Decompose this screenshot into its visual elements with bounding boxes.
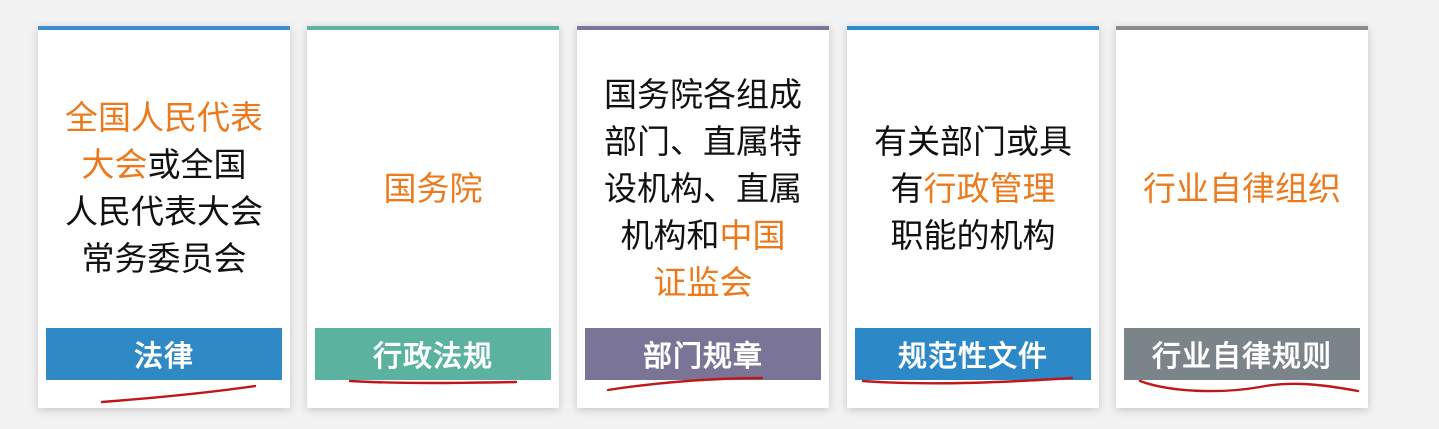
issuer-line: 全国人民代表 xyxy=(65,94,263,141)
card-top-line xyxy=(307,26,559,30)
issuer-text: 国务院各组成 xyxy=(604,74,802,114)
label-bar-normative-document: 规范性文件 xyxy=(855,328,1091,380)
issuer-text: 职能的机构 xyxy=(890,215,1056,255)
card-top-line xyxy=(577,26,829,30)
card-issuer-text: 有关部门或具 有行政管理 职能的机构 xyxy=(861,38,1085,338)
card-administrative-regulation: 国务院 行政法规 xyxy=(307,26,559,408)
issuer-text: 常务委员会 xyxy=(81,239,247,278)
card-issuer-text: 国务院 xyxy=(321,38,545,338)
issuer-line: 设机构、直属 xyxy=(604,165,802,212)
card-issuer-text: 国务院各组成 部门、直属特 设机构、直属 机构和中国 证监会 xyxy=(591,38,815,338)
issuer-text-highlight: 行政管理 xyxy=(923,168,1056,208)
issuer-text: 人民代表大会 xyxy=(65,192,263,231)
issuer-text-highlight: 全国人民代表 xyxy=(65,98,263,137)
card-top-line xyxy=(1116,26,1368,30)
issuer-text: 有关部门或具 xyxy=(874,121,1072,161)
issuer-text: 或全国 xyxy=(147,145,247,184)
card-issuer-text: 全国人民代表 大会或全国 人民代表大会 常务委员会 xyxy=(52,38,276,338)
issuer-text-highlight: 国务院 xyxy=(383,168,483,208)
card-law: 全国人民代表 大会或全国 人民代表大会 常务委员会 法律 xyxy=(38,26,290,408)
issuer-line: 职能的机构 xyxy=(874,212,1072,259)
card-top-line xyxy=(847,26,1099,30)
issuer-text-highlight: 行业自律组织 xyxy=(1143,168,1341,208)
card-normative-document: 有关部门或具 有行政管理 职能的机构 规范性文件 xyxy=(847,26,1099,408)
issuer-text-highlight: 大会 xyxy=(81,145,148,184)
label-bar-administrative-regulation: 行政法规 xyxy=(315,328,551,380)
issuer-text-highlight: 证监会 xyxy=(653,262,753,302)
label-bar-departmental-rule: 部门规章 xyxy=(585,328,821,380)
issuer-line: 国务院各组成 xyxy=(604,71,802,118)
label-bar-industry-self-discipline-rule: 行业自律规则 xyxy=(1124,328,1360,380)
issuer-line: 部门、直属特 xyxy=(604,118,802,165)
issuer-line: 大会或全国 xyxy=(65,141,263,188)
issuer-line: 行业自律组织 xyxy=(1143,165,1341,212)
issuer-text: 有 xyxy=(890,168,924,208)
card-top-line xyxy=(38,26,290,30)
issuer-line: 常务委员会 xyxy=(65,235,263,282)
issuer-text-highlight: 中国 xyxy=(719,215,786,255)
issuer-line: 人民代表大会 xyxy=(65,188,263,235)
issuer-line: 证监会 xyxy=(604,259,802,306)
issuer-line: 有行政管理 xyxy=(874,165,1072,212)
issuer-text: 部门、直属特 xyxy=(604,121,802,161)
issuer-line: 国务院 xyxy=(384,165,483,212)
issuer-line: 机构和中国 xyxy=(604,212,802,259)
card-departmental-rule: 国务院各组成 部门、直属特 设机构、直属 机构和中国 证监会 部门规章 xyxy=(577,26,829,408)
card-issuer-text: 行业自律组织 xyxy=(1130,38,1354,338)
card-industry-self-discipline-rule: 行业自律组织 行业自律规则 xyxy=(1116,26,1368,408)
issuer-line: 有关部门或具 xyxy=(874,118,1072,165)
issuer-text: 机构和 xyxy=(620,215,720,255)
label-bar-law: 法律 xyxy=(46,328,282,380)
issuer-text: 设机构、直属 xyxy=(604,168,802,208)
